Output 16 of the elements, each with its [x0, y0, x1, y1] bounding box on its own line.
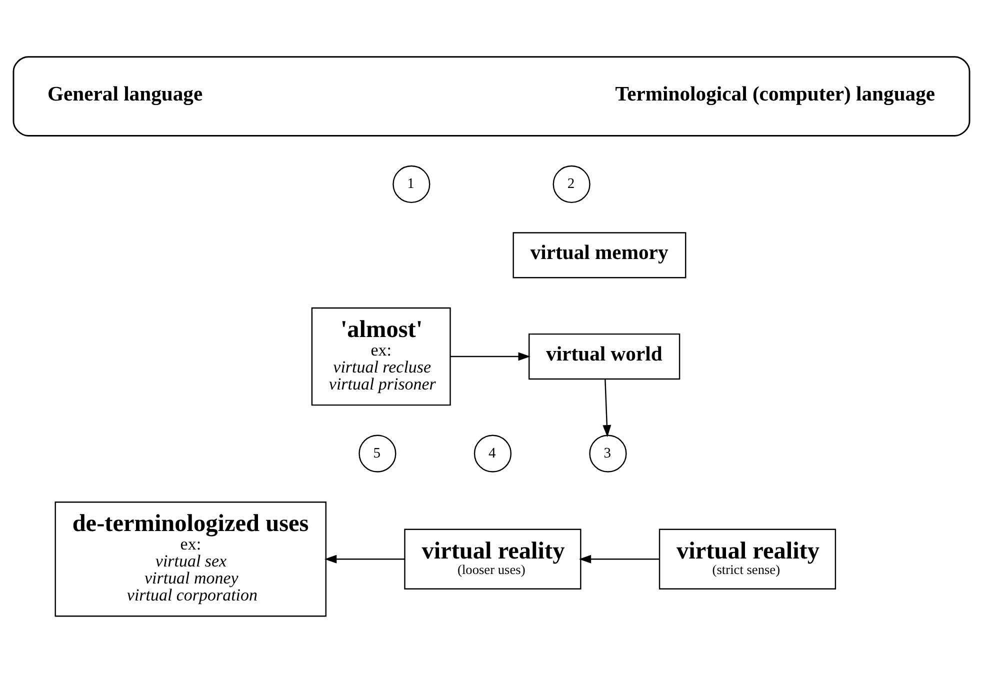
- node-box: virtual reality (strict sense): [658, 528, 836, 590]
- node-box: virtual memory: [512, 232, 686, 278]
- arrow: [324, 554, 405, 564]
- node-box: General language Terminological (computer) language: [12, 56, 970, 136]
- arrow: [450, 352, 530, 361]
- node-circle: 3: [589, 434, 627, 472]
- arrow: [578, 554, 660, 564]
- node-circle: 2: [552, 165, 590, 204]
- node-box: de-terminologized uses ex: virtual sex virtual money virtual corporation: [54, 502, 326, 617]
- arrow: [602, 379, 612, 438]
- node-circle: 4: [474, 434, 512, 472]
- node-box: virtual world: [528, 333, 680, 380]
- node-box: virtual reality (looser uses): [404, 528, 582, 590]
- node-box: 'almost' ex: virtual recluse virtual prisoner: [311, 307, 451, 406]
- node-circle: 5: [358, 434, 396, 472]
- node-circle: 1: [392, 165, 430, 204]
